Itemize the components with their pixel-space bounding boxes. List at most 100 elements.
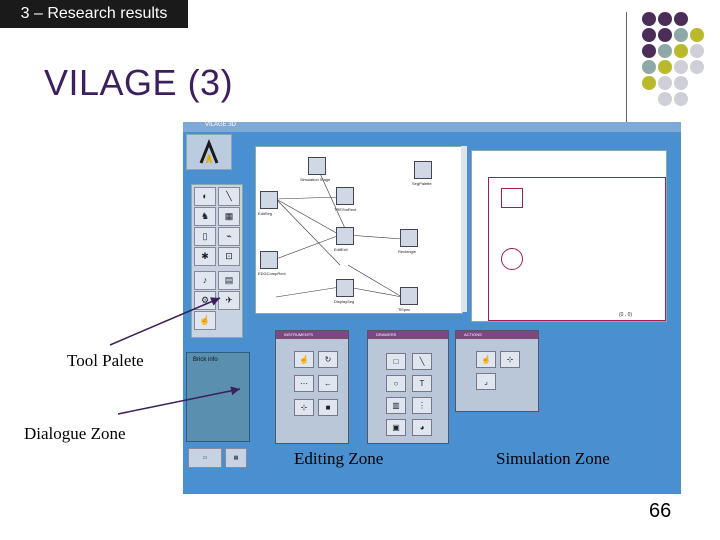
- editing-canvas[interactable]: Simulation Stage SegPalette TRESmRect Re…: [255, 146, 463, 314]
- slide-title: VILAGE (3): [44, 62, 234, 103]
- decor-dot: [658, 28, 672, 42]
- editor-node-1[interactable]: [308, 157, 326, 175]
- instruments-window: INSTRUMENTS ☝ ↻ ⋯ ← ⊹ ■: [275, 330, 349, 444]
- editor-node-6-label: EDGCompRect: [258, 271, 286, 276]
- palette-tool-5[interactable]: ▯: [194, 227, 216, 246]
- instrument-rotate-button[interactable]: ↻: [318, 351, 338, 368]
- editor-node-2-label: SegPalette: [412, 181, 432, 186]
- editor-node-7[interactable]: [336, 227, 354, 245]
- actions-window: ACTIONS ☝ ⊹ ⌟: [455, 330, 539, 412]
- actions-title: ACTIONS: [456, 331, 538, 339]
- decor-dot: [642, 44, 656, 58]
- decor-dot: [642, 12, 656, 26]
- page-number: 66: [649, 500, 672, 522]
- editor-node-4-label: Rectangle: [398, 249, 417, 254]
- tool-palette-annotation: Tool Palete: [67, 351, 144, 370]
- dialog-label: Brick info: [193, 357, 218, 363]
- palette-tool-3[interactable]: ♞: [194, 207, 216, 226]
- decor-dot: [674, 28, 688, 42]
- palette-tool-12[interactable]: ✈: [218, 291, 240, 310]
- action-resize-button[interactable]: ⌟: [476, 373, 496, 390]
- drawer-fill-button[interactable]: ◕: [412, 419, 432, 436]
- editor-node-1-label: Simulation Stage: [300, 177, 331, 182]
- decor-dot: [690, 28, 704, 42]
- vilage-logo-icon: [199, 138, 219, 164]
- dialog-button-2[interactable]: ▦: [225, 448, 247, 468]
- sim-circle-shape[interactable]: [501, 248, 523, 270]
- dialogue-zone-panel: Brick info: [186, 352, 250, 442]
- palette-tool-11[interactable]: ⚙: [194, 291, 216, 310]
- palette-tool-10[interactable]: ▤: [218, 271, 240, 290]
- drawer-line-button[interactable]: ╲: [412, 353, 432, 370]
- drawer-image-button[interactable]: ▣: [386, 419, 406, 436]
- decor-dot: [674, 44, 688, 58]
- decor-dot: [674, 76, 688, 90]
- decor-dot: [674, 92, 688, 106]
- divider-line: [626, 12, 627, 124]
- instrument-move-button[interactable]: ⋯: [294, 375, 314, 392]
- app-window-title: VILAGE 3D: [205, 122, 237, 128]
- editor-node-7-label: EdifExit: [334, 247, 348, 252]
- vilage-app-screenshot: VILAGE 3D ◐ ╲ ♞ ▦ ▯ ⌁ ✱ ⊡ ♪ ▤ ⚙ ✈ ☝ Bric…: [183, 122, 681, 494]
- decor-dot: [642, 60, 656, 74]
- drawers-title: DRAWERS: [368, 331, 448, 339]
- drawer-coord-button[interactable]: ⋮: [412, 397, 432, 414]
- decor-dot: [658, 76, 672, 90]
- palette-tool-4[interactable]: ▦: [218, 207, 240, 226]
- instrument-color-button[interactable]: ■: [318, 399, 338, 416]
- simulation-frame: (0 , 0): [488, 177, 666, 321]
- instrument-hand-button[interactable]: ☝: [294, 351, 314, 368]
- decor-dot: [658, 44, 672, 58]
- decor-dot: [658, 60, 672, 74]
- app-title-bar: VILAGE 3D: [183, 122, 681, 132]
- decor-dot: [690, 60, 704, 74]
- sim-coordinates: (0 , 0): [619, 312, 633, 318]
- editor-scrollbar[interactable]: [461, 146, 467, 312]
- editor-links: [275, 168, 403, 298]
- decor-dot: [658, 12, 672, 26]
- decor-dot: [642, 76, 656, 90]
- decor-dot: [658, 92, 672, 106]
- app-logo: [186, 134, 232, 170]
- editor-node-9[interactable]: [400, 287, 418, 305]
- instrument-arrow-button[interactable]: ←: [318, 375, 338, 392]
- sim-rectangle-shape[interactable]: [501, 188, 523, 208]
- tool-palette: ◐ ╲ ♞ ▦ ▯ ⌁ ✱ ⊡ ♪ ▤ ⚙ ✈ ☝: [191, 184, 243, 338]
- drawer-rect-button[interactable]: □: [386, 353, 406, 370]
- editor-node-2[interactable]: [414, 161, 432, 179]
- palette-tool-1[interactable]: ◐: [194, 187, 216, 206]
- palette-tool-6[interactable]: ⌁: [218, 227, 240, 246]
- palette-tool-7[interactable]: ✱: [194, 247, 216, 266]
- palette-tool-9[interactable]: ♪: [194, 271, 216, 290]
- palette-tool-8[interactable]: ⊡: [218, 247, 240, 266]
- palette-tool-13[interactable]: ☝: [194, 311, 216, 330]
- action-hand-button[interactable]: ☝: [476, 351, 496, 368]
- instruments-title: INSTRUMENTS: [276, 331, 348, 339]
- decor-dot: [674, 60, 688, 74]
- editor-node-9-label: TiSpec: [398, 307, 411, 312]
- decor-dot: [690, 44, 704, 58]
- editor-node-3-label: TRESmRect: [334, 207, 357, 212]
- simulation-zone-label: Simulation Zone: [496, 449, 610, 468]
- drawer-bitmap-button[interactable]: ▥: [386, 397, 406, 414]
- dialog-button-1[interactable]: ▭: [188, 448, 222, 468]
- decorative-dot-grid: [638, 10, 720, 118]
- decor-dot: [674, 12, 688, 26]
- palette-tool-2[interactable]: ╲: [218, 187, 240, 206]
- drawers-window: DRAWERS □ ╲ ○ T ▥ ⋮ ▣ ◕: [367, 330, 449, 444]
- editor-node-3[interactable]: [336, 187, 354, 205]
- section-tag: 3 – Research results: [0, 0, 188, 28]
- editing-zone-label: Editing Zone: [294, 449, 384, 468]
- drawer-circle-button[interactable]: ○: [386, 375, 406, 392]
- editor-node-5[interactable]: [260, 191, 278, 209]
- instrument-pick-button[interactable]: ⊹: [294, 399, 314, 416]
- dialogue-zone-annotation: Dialogue Zone: [24, 424, 126, 443]
- decor-dot: [642, 28, 656, 42]
- action-move-button[interactable]: ⊹: [500, 351, 520, 368]
- editor-node-8-label: DisplaySeg: [334, 299, 355, 304]
- drawer-text-button[interactable]: T: [412, 375, 432, 392]
- editor-node-6[interactable]: [260, 251, 278, 269]
- simulation-canvas[interactable]: (0 , 0): [471, 150, 667, 322]
- editor-node-8[interactable]: [336, 279, 354, 297]
- editor-node-4[interactable]: [400, 229, 418, 247]
